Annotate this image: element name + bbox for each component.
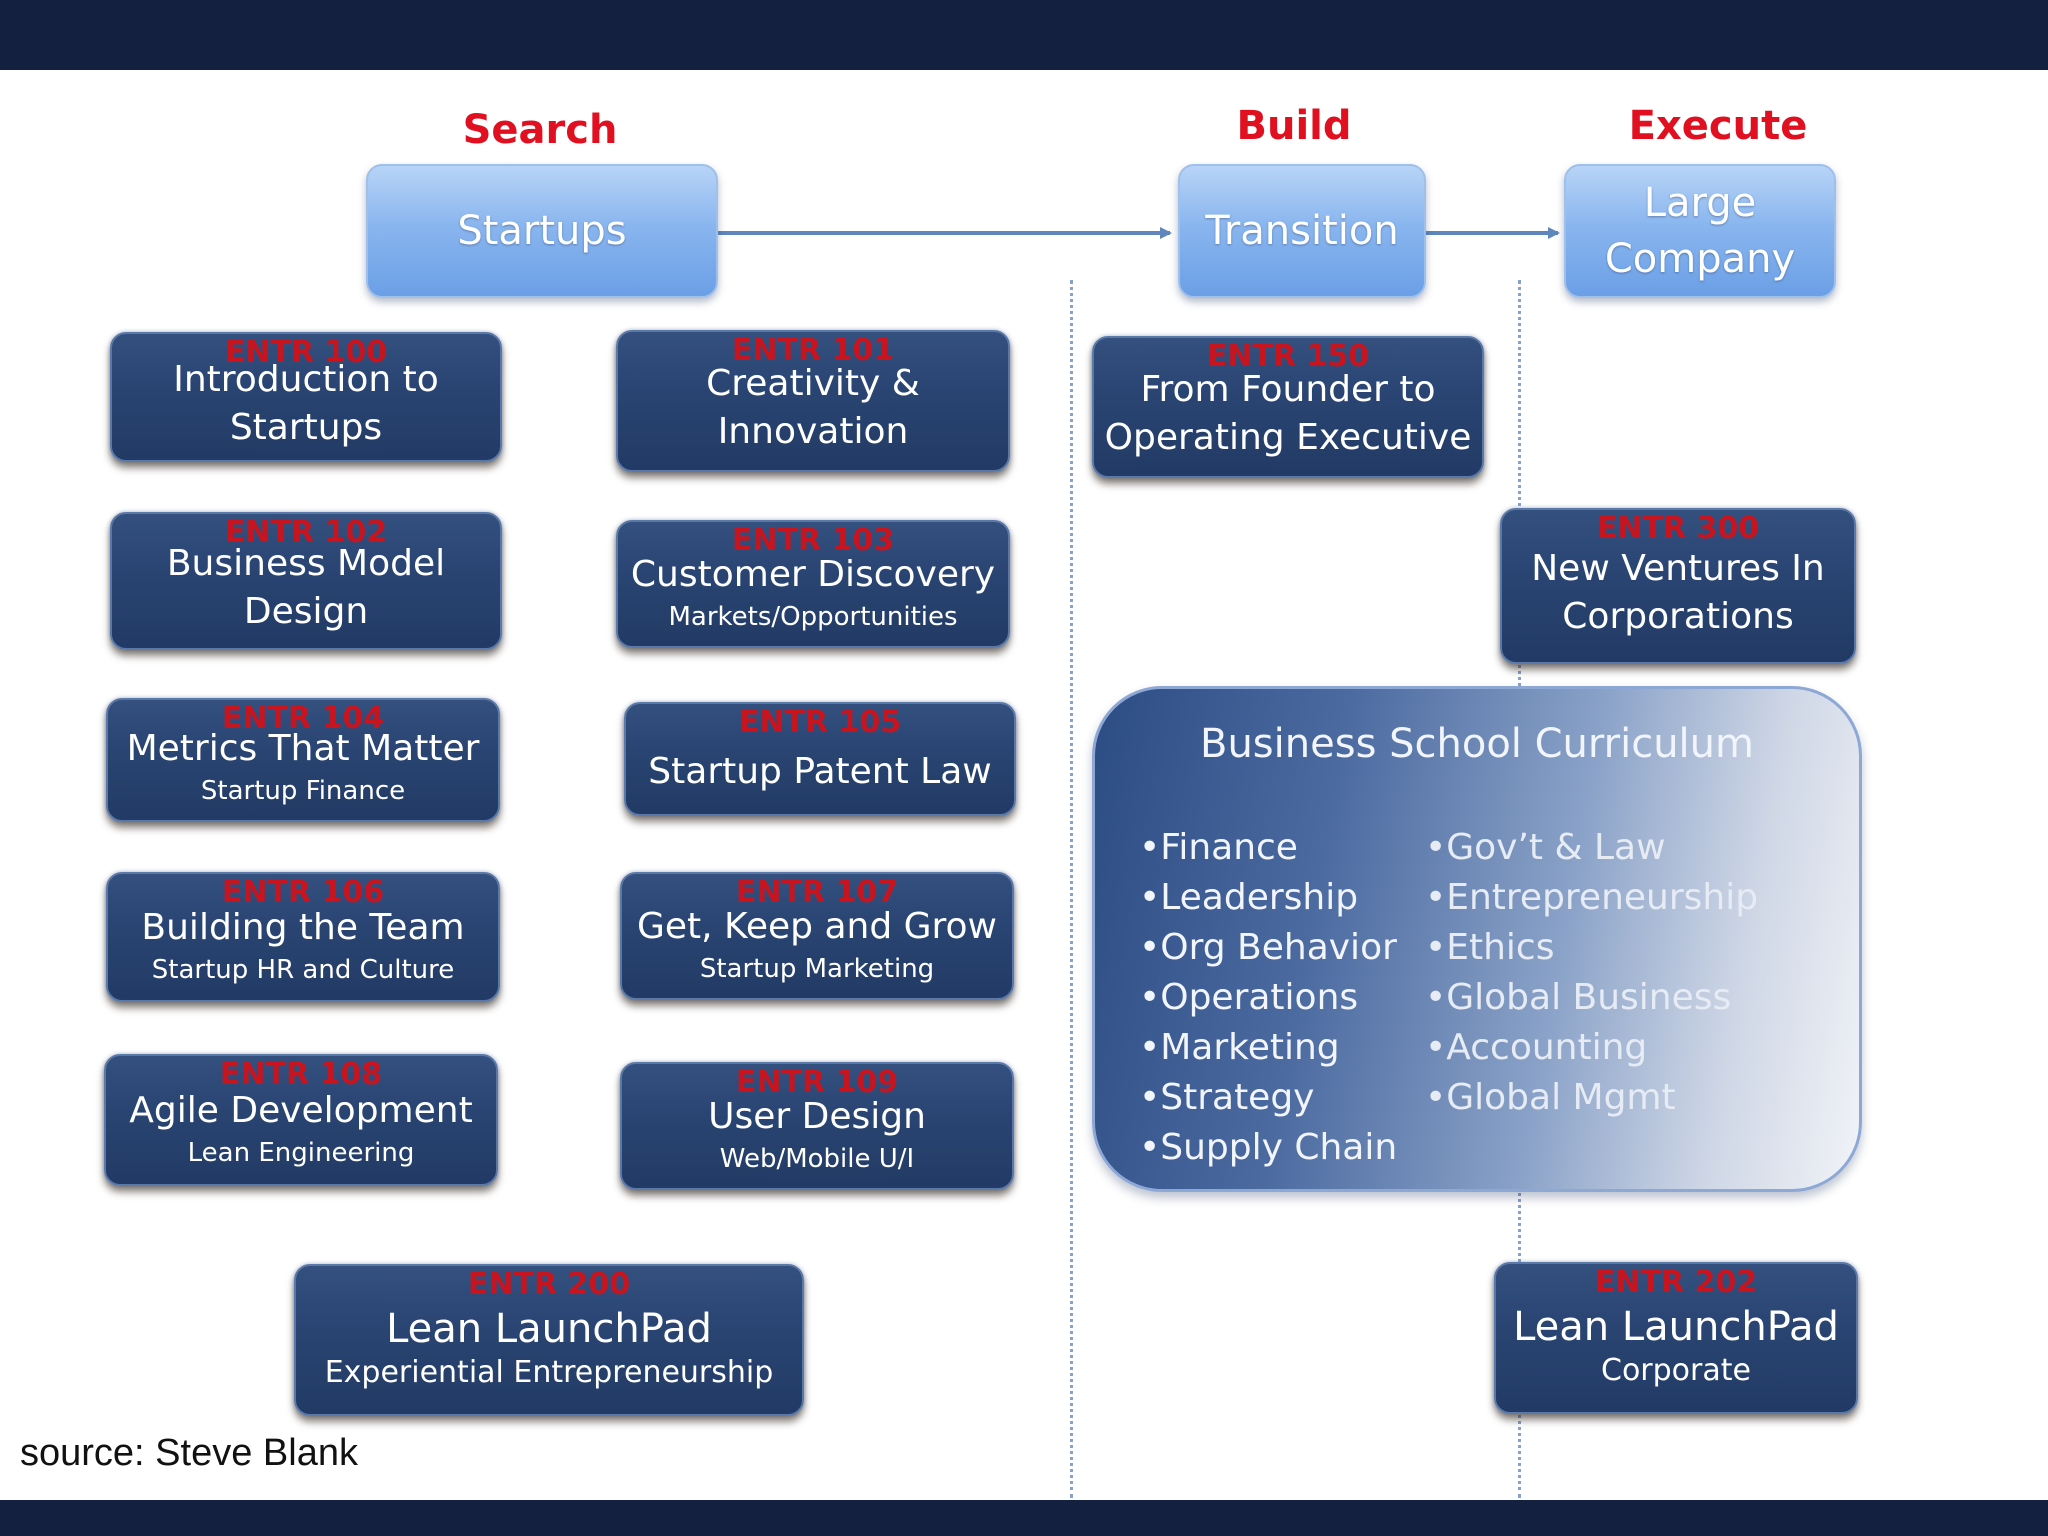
bottom-band (0, 1500, 2048, 1536)
course-code: ENTR 104 (221, 701, 385, 736)
phase-execute-label: Execute (1628, 103, 1808, 149)
business-school-curriculum: Business School Curriculum Finance Leade… (1092, 686, 1862, 1192)
course-title: User Design (708, 1096, 926, 1137)
curriculum-item: Leadership (1139, 873, 1397, 923)
course-entr-102: ENTR 102 Business Model Design (110, 512, 502, 650)
course-subtitle: Experiential Entrepreneurship (324, 1355, 774, 1390)
course-code: ENTR 105 (738, 705, 902, 740)
curriculum-item: Global Mgmt (1425, 1073, 1758, 1123)
phase-search-label: Search (462, 107, 618, 153)
course-title: Lean LaunchPad (1513, 1304, 1839, 1350)
divider-build (1070, 280, 1073, 1498)
curriculum-item: Accounting (1425, 1023, 1758, 1073)
stage-large-company-label: Large Company (1604, 180, 1796, 282)
course-code: ENTR 108 (219, 1057, 383, 1092)
course-title: Creativity & Innovation (706, 363, 920, 452)
course-subtitle: Web/Mobile U/I (719, 1144, 915, 1174)
course-code: ENTR 300 (1596, 511, 1760, 546)
source-caption: source: Steve Blank (20, 1432, 358, 1474)
course-code: ENTR 202 (1594, 1265, 1758, 1300)
curriculum-item: Org Behavior (1139, 923, 1397, 973)
course-subtitle: Corporate (1601, 1353, 1751, 1388)
course-subtitle: Lean Engineering (187, 1138, 415, 1168)
course-code: ENTR 101 (731, 333, 895, 368)
course-entr-107: ENTR 107 Get, Keep and Grow Startup Mark… (620, 872, 1014, 1000)
course-entr-109: ENTR 109 User Design Web/Mobile U/I (620, 1062, 1014, 1190)
course-code: ENTR 106 (221, 875, 385, 910)
course-code: ENTR 107 (735, 875, 899, 910)
course-entr-105: ENTR 105 Startup Patent Law (624, 702, 1016, 816)
phase-build-label: Build (1236, 103, 1352, 149)
curriculum-item: Marketing (1139, 1023, 1397, 1073)
course-code: ENTR 109 (735, 1065, 899, 1100)
course-title: Building the Team (141, 907, 465, 948)
course-entr-101: ENTR 101 Creativity & Innovation (616, 330, 1010, 472)
curriculum-item: Strategy (1139, 1073, 1397, 1123)
course-entr-200: ENTR 200 Lean LaunchPad Experiential Ent… (294, 1264, 804, 1416)
course-entr-108: ENTR 108 Agile Development Lean Engineer… (104, 1054, 498, 1186)
curriculum-item: Finance (1139, 823, 1397, 873)
course-entr-106: ENTR 106 Building the Team Startup HR an… (106, 872, 500, 1002)
stage-startups-label: Startups (457, 208, 627, 254)
course-entr-100: ENTR 100 Introduction to Startups (110, 332, 502, 462)
course-title: Metrics That Matter (126, 728, 480, 769)
course-code: ENTR 100 (224, 335, 388, 370)
stage-startups: Startups (366, 164, 718, 298)
curriculum-item: Entrepreneurship (1425, 873, 1758, 923)
curriculum-item: Operations (1139, 973, 1397, 1023)
course-entr-103: ENTR 103 Customer Discovery Markets/Oppo… (616, 520, 1010, 648)
course-title: Agile Development (129, 1090, 473, 1131)
stage-transition-label: Transition (1205, 208, 1399, 254)
course-title: From Founder to Operating Executive (1104, 369, 1472, 458)
course-title: Get, Keep and Grow (637, 906, 997, 947)
curriculum-item: Gov’t & Law (1425, 823, 1758, 873)
course-title: Startup Patent Law (648, 751, 992, 792)
course-title: Customer Discovery (630, 554, 996, 595)
stage-large-company: Large Company (1564, 164, 1836, 298)
course-subtitle: Markets/Opportunities (668, 602, 958, 632)
course-subtitle: Startup HR and Culture (151, 955, 455, 985)
curriculum-item: Supply Chain (1139, 1123, 1397, 1173)
curriculum-list-left: Finance Leadership Org Behavior Operatio… (1139, 823, 1397, 1173)
course-entr-300: ENTR 300 New Ventures In Corporations (1500, 508, 1856, 664)
course-entr-202: ENTR 202 Lean LaunchPad Corporate (1494, 1262, 1858, 1414)
course-entr-104: ENTR 104 Metrics That Matter Startup Fin… (106, 698, 500, 822)
curriculum-title: Business School Curriculum (1200, 721, 1754, 767)
course-subtitle: Startup Finance (200, 776, 406, 806)
top-band (0, 0, 2048, 70)
course-entr-150: ENTR 150 From Founder to Operating Execu… (1092, 336, 1484, 478)
curriculum-item: Global Business (1425, 973, 1758, 1023)
curriculum-item: Ethics (1425, 923, 1758, 973)
course-title: Business Model Design (166, 543, 446, 632)
course-code: ENTR 102 (224, 515, 388, 550)
course-title: Lean LaunchPad (386, 1306, 712, 1352)
course-code: ENTR 200 (467, 1267, 631, 1302)
course-title: New Ventures In Corporations (1531, 548, 1825, 637)
course-subtitle: Startup Marketing (699, 954, 935, 984)
curriculum-list-right: Gov’t & Law Entrepreneurship Ethics Glob… (1425, 823, 1758, 1123)
course-code: ENTR 103 (731, 523, 895, 558)
course-code: ENTR 150 (1206, 339, 1370, 374)
course-title: Introduction to Startups (173, 359, 439, 448)
stage-transition: Transition (1178, 164, 1426, 298)
